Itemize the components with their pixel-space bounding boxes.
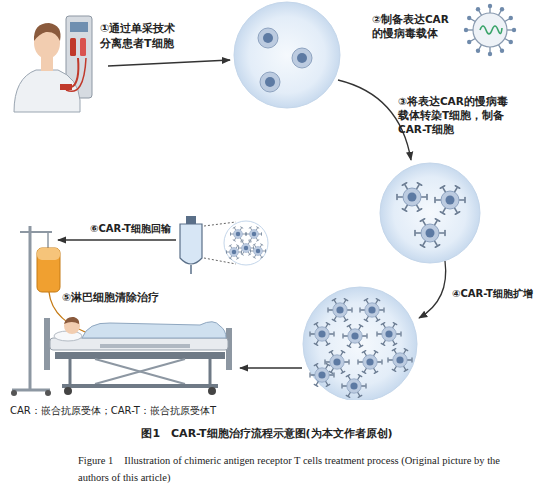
t-cell-dish (234, 2, 340, 108)
step-label: ①通过单采技术 分离患者T细胞 (100, 22, 180, 52)
flow-arrow (240, 367, 302, 368)
virus-spike-tips (464, 4, 516, 56)
patient-hair (34, 23, 61, 41)
bed-frame (55, 352, 225, 359)
bag-cap (186, 216, 196, 224)
zoom-line (204, 222, 236, 226)
bed-lift (95, 359, 185, 384)
step-label: ⑥CAR-T细胞回输 (90, 222, 171, 236)
bed-leg (69, 359, 72, 384)
car-t-dish (380, 163, 480, 263)
virus-capsid (473, 13, 507, 47)
blood-tube (72, 58, 78, 87)
hospital-bed (44, 317, 232, 395)
flow-arrow (108, 60, 230, 66)
flow-arrow (58, 239, 176, 240)
blood-bag (70, 38, 76, 56)
step-label: ④CAR-T细胞扩增 (452, 287, 533, 301)
english-caption: Figure 1 Illustration of chimeric antige… (78, 452, 514, 487)
wheel (45, 390, 51, 396)
blanket (82, 322, 226, 338)
apheresis-patient (14, 16, 92, 112)
wheel (11, 390, 17, 396)
cell-inset (224, 221, 268, 265)
blood-tube (66, 58, 86, 91)
step-label: ③将表达CAR的慢病毒 载体转染T细胞，制备 CAR-T细胞 (398, 94, 508, 137)
patient-hair (64, 317, 79, 324)
expansion-dish (303, 287, 417, 400)
iv-base (12, 389, 50, 392)
headboard (44, 318, 50, 370)
culture-dish (380, 163, 480, 263)
viral-rna (480, 26, 502, 34)
bag-outlet (190, 265, 192, 274)
culture-dish (303, 287, 417, 400)
machine-screen (70, 22, 88, 32)
iv-stand (11, 226, 96, 396)
process-illustration (0, 0, 534, 400)
lentivirus (464, 4, 516, 56)
step-label: ⑤淋巴细胞清除治疗 (62, 290, 159, 304)
side-rail (100, 344, 190, 348)
flow-arrow (419, 261, 446, 318)
virus-spikes (468, 8, 512, 52)
iv-bag (37, 248, 60, 292)
abbreviation-note: CAR：嵌合抗原受体；CAR-T：嵌合抗原受体T (10, 404, 216, 418)
blood-bag (80, 38, 86, 56)
bed-base (62, 384, 218, 388)
figure-caption: 图1 CAR-T细胞治疗流程示意图(为本文作者原创) (0, 427, 534, 442)
bag-body (180, 224, 202, 264)
iv-hook (47, 232, 49, 248)
iv-pole (29, 226, 32, 390)
iv-bag-top (37, 248, 60, 260)
step-label: ②制备表达CAR 的慢病毒载体 (372, 12, 454, 40)
wheel (64, 387, 72, 395)
infusion-bag (180, 216, 268, 274)
bed-lift (95, 359, 185, 384)
bed-leg (209, 359, 212, 384)
wheel (208, 387, 216, 395)
arm-band (60, 84, 72, 90)
culture-dish (234, 2, 340, 108)
iv-hook (20, 231, 52, 233)
